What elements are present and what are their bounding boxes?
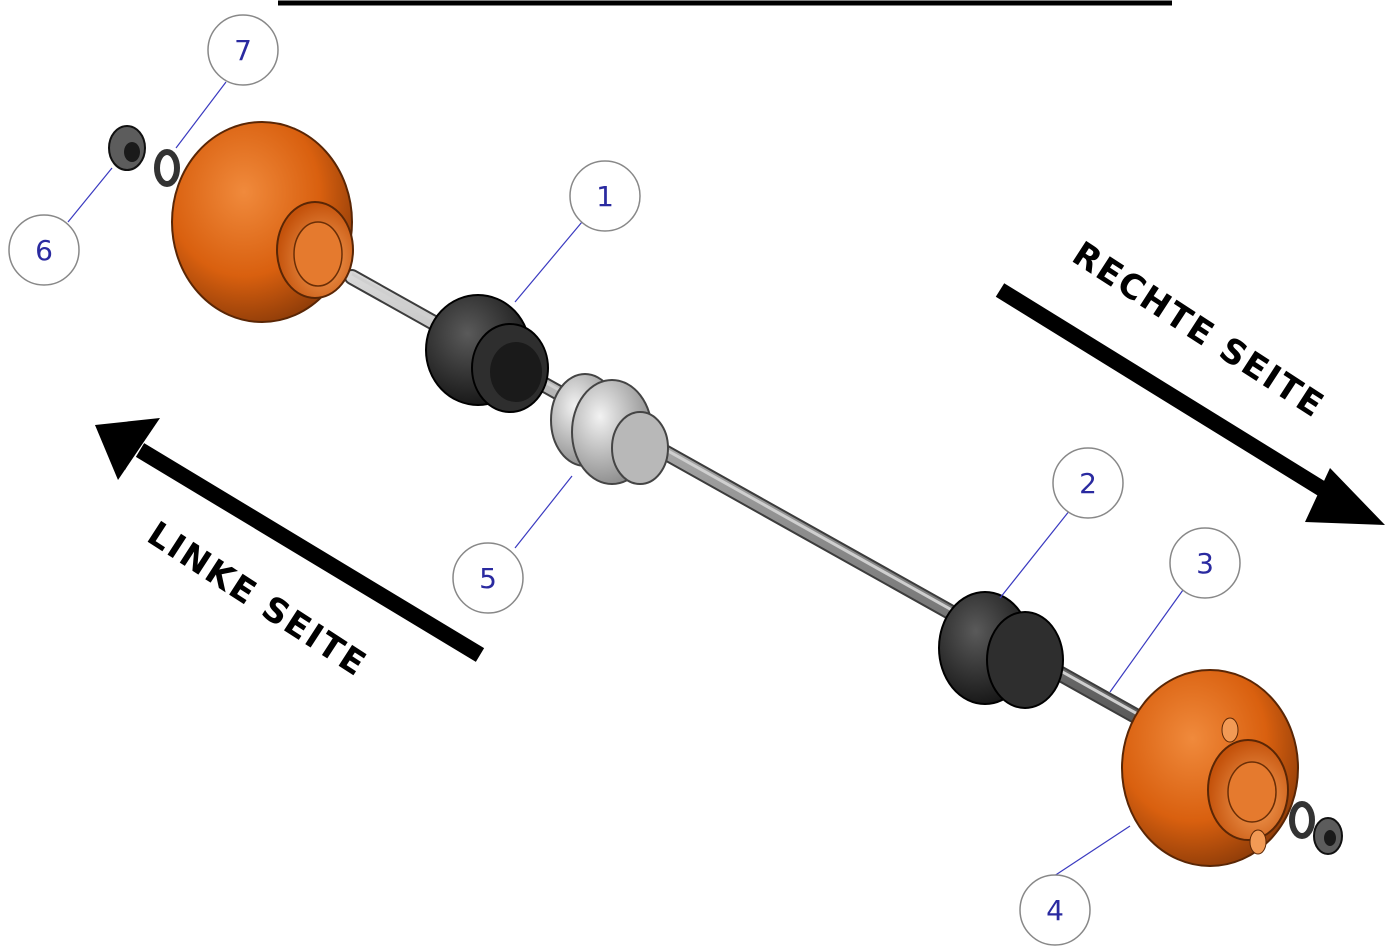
- callout-2: 2: [1052, 447, 1124, 519]
- callout-4: 4: [1019, 874, 1091, 946]
- callout-3: 3: [1169, 527, 1241, 599]
- right-side-label: RECHTE SEITE: [1065, 234, 1332, 427]
- right-side-arrow: [995, 283, 1385, 525]
- center-nut-washer: [550, 373, 669, 485]
- washer: [154, 149, 180, 187]
- spacer-bushing-upper: [425, 294, 549, 413]
- callout-leaders: [67, 81, 1184, 881]
- callout-4-label: 4: [1046, 894, 1064, 927]
- slider-pad-left: [171, 121, 354, 323]
- callout-3-label: 3: [1196, 547, 1214, 580]
- callout-7-label: 7: [234, 34, 252, 67]
- callout-6: 6: [8, 214, 80, 286]
- callout-1-label: 1: [596, 180, 614, 213]
- left-side-arrow: [95, 418, 485, 662]
- callout-7: 7: [207, 14, 279, 86]
- left-side-label: LINKE SEITE: [140, 514, 374, 685]
- callout-6-label: 6: [35, 234, 53, 267]
- slider-pad-right: [1121, 669, 1299, 867]
- callout-1: 1: [569, 160, 641, 232]
- spacer-bushing-lower: [938, 591, 1064, 709]
- callout-2-label: 2: [1079, 467, 1097, 500]
- right-washer: [1289, 801, 1315, 839]
- callout-5: 5: [452, 542, 524, 614]
- hex-nut: [108, 125, 146, 171]
- right-hex-nut: [1313, 817, 1343, 855]
- callout-5-label: 5: [479, 562, 497, 595]
